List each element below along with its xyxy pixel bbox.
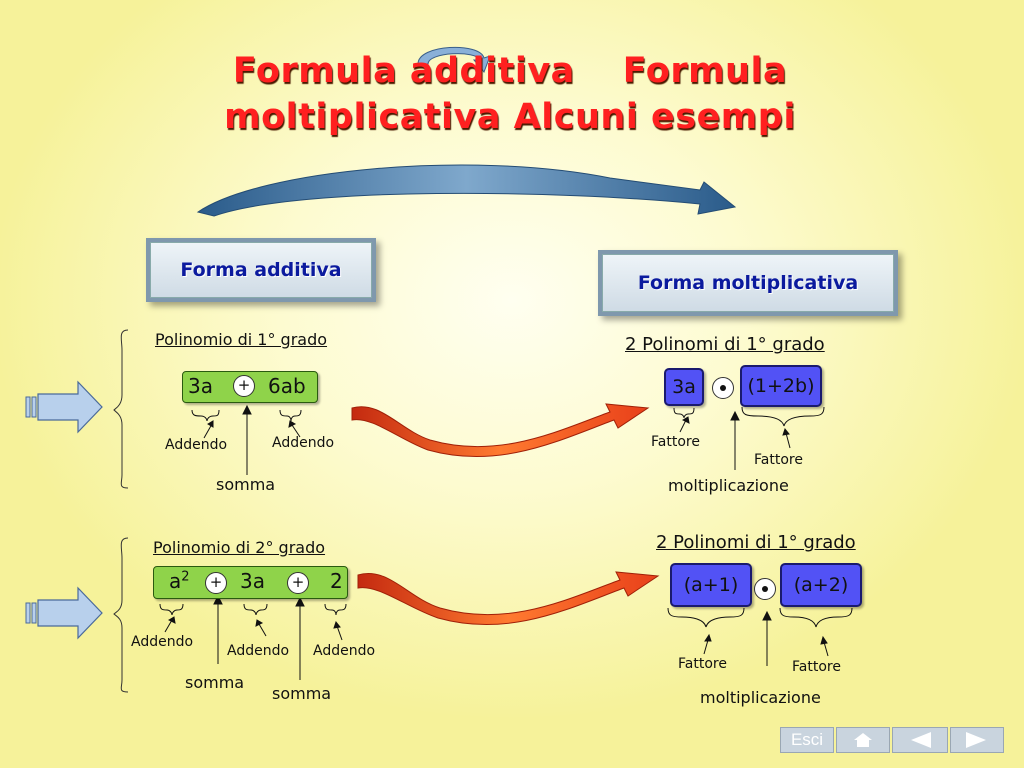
additive-form-header: Forma additiva (146, 238, 376, 302)
plus-operator: + (233, 375, 255, 397)
factor-box: (1+2b) (740, 365, 822, 407)
row2-right-marks (667, 607, 853, 666)
arrow-left-icon (911, 732, 931, 748)
term: 6ab (268, 374, 306, 398)
addend-label: Addendo (272, 435, 335, 451)
curved-arrow-icon (351, 403, 650, 457)
term: 3a (240, 569, 265, 593)
brace-icon (113, 537, 129, 693)
row1-right-header: 2 Polinomi di 1° grado (625, 334, 825, 355)
factor-box: (a+2) (780, 563, 862, 607)
home-icon (854, 733, 872, 747)
factor-label: Fattore (678, 656, 727, 672)
term-exponent: 2 (181, 569, 190, 585)
factor-label: Fattore (792, 659, 841, 675)
multiplication-label: moltiplicazione (668, 476, 789, 495)
arrow-right-icon (966, 732, 986, 748)
term: a2 (169, 569, 190, 593)
row2-right-header: 2 Polinomi di 1° grado (656, 532, 856, 553)
term-base: a (169, 569, 182, 593)
title-part: Formula additiva (232, 51, 575, 91)
row2-left-marks (159, 594, 347, 680)
brace-icon (113, 329, 129, 489)
sum-label: somma (216, 475, 276, 494)
addend-label: Addendo (313, 643, 376, 659)
term: 3a (188, 374, 213, 398)
sum-label: somma (272, 684, 332, 703)
factor-label: Fattore (651, 434, 700, 450)
multiplicative-form-header: Forma moltiplicativa (598, 250, 898, 316)
curved-arrow-icon (196, 164, 737, 217)
row2-left-header: Polinomio di 2° grado (153, 538, 326, 557)
factor-box: (a+1) (670, 563, 752, 607)
row1-right-marks (673, 406, 825, 470)
factor-label: Fattore (754, 452, 803, 468)
term: 2 (330, 569, 343, 593)
block-arrow-right-icon (25, 586, 103, 640)
exit-button[interactable]: Esci (780, 727, 834, 753)
plus-operator: + (205, 572, 227, 594)
curved-arrow-icon (357, 571, 660, 625)
block-arrow-right-icon (25, 380, 103, 434)
addend-label: Addendo (227, 643, 290, 659)
previous-button[interactable] (892, 727, 948, 753)
addend-label: Addendo (131, 634, 194, 650)
loop-arrow-icon (417, 46, 491, 73)
sum-label: somma (185, 673, 245, 692)
multiply-operator-icon (712, 377, 734, 399)
factor-box: 3a (664, 368, 704, 406)
row1-left-marks (191, 404, 302, 475)
page-title: Formula additiva Formula moltiplicativa A… (150, 48, 870, 140)
next-button[interactable] (950, 727, 1004, 753)
exit-label: Esci (790, 730, 824, 749)
plus-operator: + (287, 572, 309, 594)
row1-left-header: Polinomio di 1° grado (155, 330, 328, 349)
multiplication-label: moltiplicazione (700, 688, 821, 707)
multiply-operator-icon (754, 578, 776, 600)
home-button[interactable] (836, 727, 890, 753)
polynomial-box (153, 566, 348, 599)
title-part: moltiplicativa Alcuni esempi (224, 97, 796, 137)
addend-label: Addendo (165, 437, 228, 453)
title-part: Formula (622, 51, 788, 91)
